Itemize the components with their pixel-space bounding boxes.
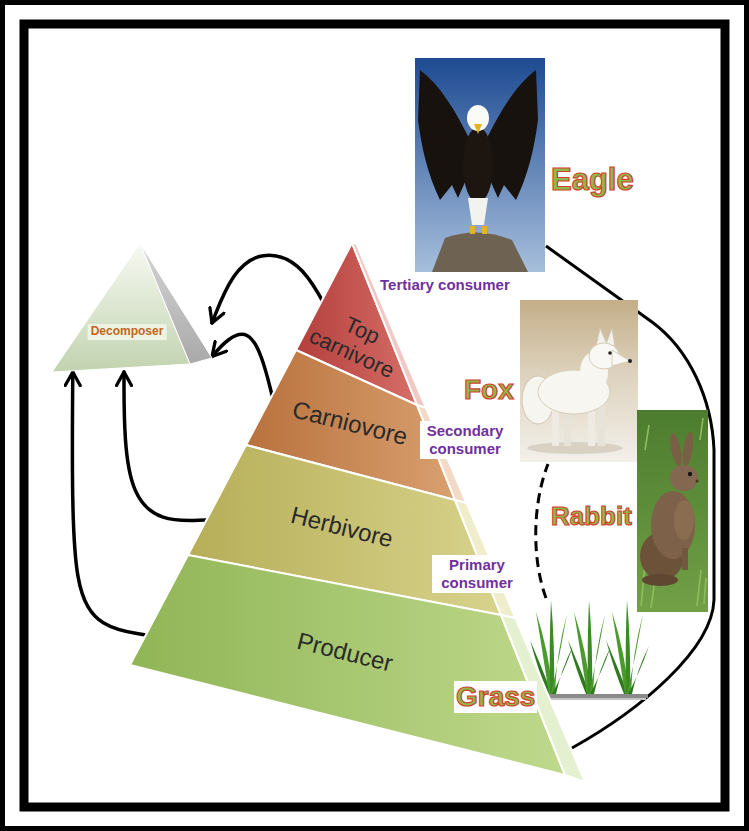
rabbit-head: [670, 465, 698, 491]
organism-name: Grass: [454, 681, 537, 713]
eagle-beak: [474, 124, 482, 134]
eagle-talon: [482, 226, 487, 234]
decomposer-pyramid-outline: [52, 243, 212, 372]
flow-arrow: [72, 372, 146, 635]
eagle-perch: [432, 232, 528, 272]
rabbit-leg: [682, 548, 688, 570]
eagle-wing: [418, 70, 470, 200]
grass-clump: [606, 600, 649, 694]
eagle-body: [463, 127, 493, 203]
grass-base: [536, 694, 648, 698]
eagle-wing: [486, 70, 538, 200]
rabbit-eye: [688, 472, 692, 476]
side-face: [140, 243, 212, 364]
grass-clump: [568, 600, 611, 694]
eagle-talon: [470, 226, 475, 234]
decomposer-pyramid: Decomposer: [52, 243, 212, 372]
frame-gap: [5, 5, 744, 826]
organism-name: Fox: [462, 374, 516, 406]
trophic-level: Primary consumer: [432, 555, 522, 593]
rabbit-nose: [696, 480, 699, 483]
trophic-level: Secondary consumer: [420, 421, 510, 459]
fox-ground: [520, 300, 638, 462]
food-chain-dashed: [536, 464, 548, 598]
grass-picture: [530, 600, 649, 700]
grass-shadow: [538, 698, 646, 700]
fox-nose: [628, 359, 632, 363]
fox-leg: [598, 402, 605, 446]
rabbit-ear: [668, 432, 684, 467]
fox-snout: [612, 350, 630, 366]
eagle-sky: [415, 58, 545, 272]
rabbit-picture: [637, 410, 708, 612]
rabbit-chest: [674, 500, 694, 540]
grass-blades: [641, 418, 706, 608]
inner-frame: [24, 24, 725, 807]
eagle-tail: [468, 198, 488, 225]
eagle-picture: [415, 58, 545, 272]
fox-shadow: [527, 442, 623, 454]
trophic-level: Tertiary consumer: [378, 275, 512, 295]
node-label: Decomposer: [88, 324, 167, 340]
rabbit-body: [651, 491, 695, 559]
flow-arrow: [212, 334, 272, 395]
fox-picture: [520, 300, 638, 462]
fox-eye: [608, 351, 612, 355]
organism-name: Eagle: [549, 162, 636, 198]
rabbit-ear: [681, 432, 695, 467]
organism-name: Rabbit: [549, 502, 634, 532]
flow-arrow: [124, 372, 206, 521]
flow-arrow: [212, 255, 322, 323]
rabbit-foot: [642, 574, 678, 586]
rabbit-grass: [637, 410, 708, 612]
front-face: [130, 555, 565, 775]
